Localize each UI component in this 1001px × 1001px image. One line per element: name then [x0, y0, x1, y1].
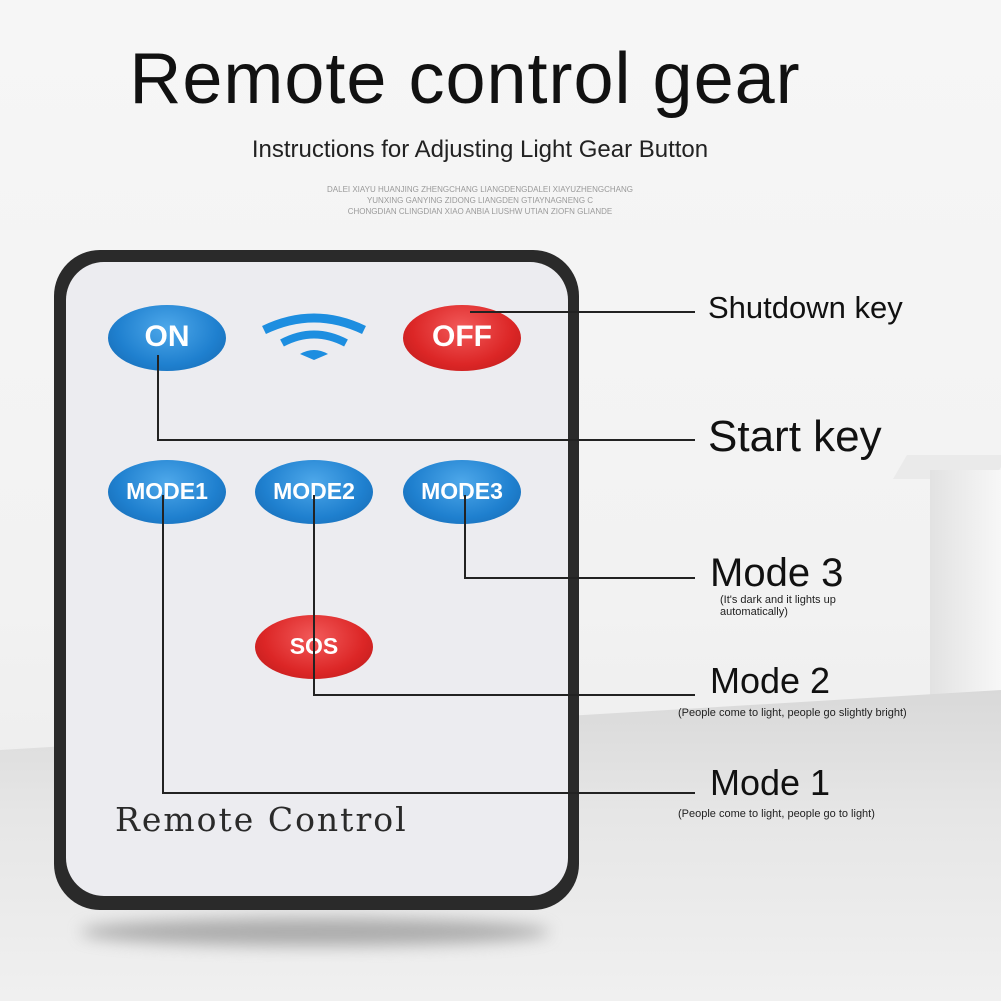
- mode1-leader-horizontal: [162, 792, 695, 794]
- mode3-note: (It's dark and it lights up automaticall…: [720, 594, 836, 618]
- off-button[interactable]: OFF: [403, 305, 521, 371]
- start-leader-horizontal: [157, 439, 695, 441]
- on-button[interactable]: ON: [108, 305, 226, 371]
- fine-print: DALEI XIAYU HUANJING ZHENGCHANG LIANGDEN…: [200, 184, 760, 217]
- mode3-button-label: MODE3: [421, 478, 503, 504]
- mode1-note: (People come to light, people go to ligh…: [678, 808, 875, 820]
- mode3-leader-vertical: [464, 495, 466, 578]
- mode1-button-label: MODE1: [126, 478, 208, 504]
- mode2-note: (People come to light, people go slightl…: [678, 707, 907, 719]
- mode2-label: Mode 2: [710, 660, 831, 701]
- fine-print-line: CHONGDIAN CLINGDIAN XIAO ANBIA LIUSHW UT…: [347, 207, 613, 216]
- shutdown-key-label: Shutdown key: [708, 290, 903, 325]
- off-button-label: OFF: [432, 320, 492, 353]
- mode3-leader-horizontal: [464, 577, 695, 579]
- start-leader-vertical: [157, 355, 159, 440]
- wifi-signal-icon: [258, 312, 370, 362]
- mode3-label: Mode 3: [710, 551, 844, 595]
- background-box: [930, 470, 1001, 700]
- fine-print-line: YUNXING GANYING ZIDONG LIANGDEN GTIAYNAG…: [366, 196, 594, 205]
- remote-brand-label: Remote Control: [115, 800, 408, 839]
- start-key-label: Start key: [708, 412, 882, 461]
- mode3-button[interactable]: MODE3: [403, 460, 521, 524]
- mode2-leader-horizontal: [313, 694, 695, 696]
- fine-print-line: DALEI XIAYU HUANJING ZHENGCHANG LIANGDEN…: [327, 185, 633, 194]
- shutdown-leader-line: [470, 311, 695, 313]
- remote-shadow: [80, 918, 550, 946]
- on-button-label: ON: [144, 320, 190, 353]
- mode1-label: Mode 1: [710, 762, 831, 803]
- page-subtitle: Instructions for Adjusting Light Gear Bu…: [251, 136, 709, 163]
- mode1-leader-vertical: [162, 495, 164, 793]
- mode2-leader-vertical: [313, 495, 315, 695]
- mode1-button[interactable]: MODE1: [108, 460, 226, 524]
- page-title: Remote control gear: [129, 39, 801, 119]
